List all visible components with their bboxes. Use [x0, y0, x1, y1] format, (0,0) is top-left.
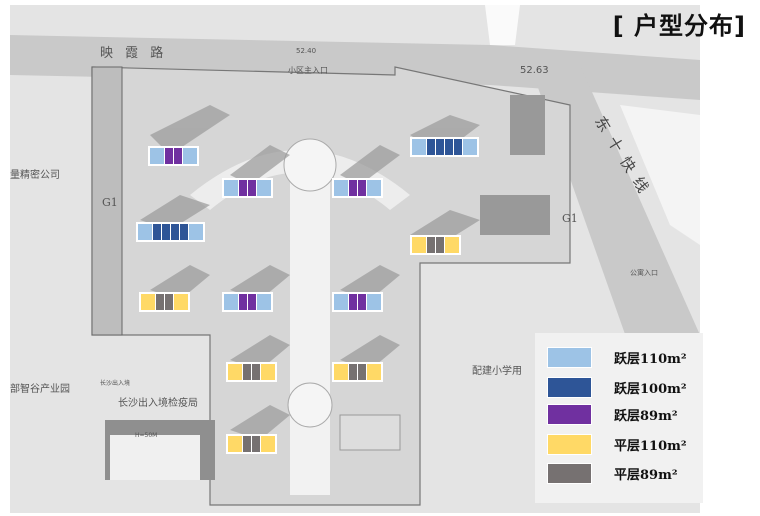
unit-block: [252, 436, 260, 452]
unit-block: [165, 294, 173, 310]
legend-label: 平层110m²: [614, 439, 687, 454]
unit-block: [252, 364, 260, 380]
elevation-label: 52.40: [296, 47, 317, 55]
unit-block: [261, 436, 275, 452]
unit-block: [180, 224, 188, 240]
unit-block: [261, 364, 275, 380]
unit-block: [165, 148, 173, 164]
unit-block: [367, 180, 381, 196]
building-unit-marker: [136, 222, 205, 242]
unit-block: [156, 294, 164, 310]
legend-item: 跃层89m²: [547, 404, 678, 425]
unit-block: [436, 139, 444, 155]
unit-block: [412, 237, 426, 253]
building-unit-marker: [148, 146, 199, 166]
legend-label: 平层89m²: [614, 468, 678, 483]
unit-block: [228, 364, 242, 380]
unit-block: [174, 294, 188, 310]
unit-block: [239, 180, 247, 196]
building-unit-marker: [226, 362, 277, 382]
unit-block: [358, 294, 366, 310]
page-title: [ 户型分布]: [612, 12, 746, 40]
unit-block: [334, 364, 348, 380]
building-unit-marker: [222, 292, 273, 312]
legend-label: 跃层110m²: [614, 352, 687, 367]
legend-label: 跃层100m²: [614, 382, 687, 397]
unit-block: [358, 364, 366, 380]
company-label: 量精密公司: [10, 170, 60, 181]
building-unit-marker: [332, 362, 383, 382]
unit-block: [248, 180, 256, 196]
unit-block: [334, 180, 348, 196]
unit-block: [445, 139, 453, 155]
legend-item: 平层110m²: [547, 434, 687, 455]
height-note: H=50M: [135, 432, 158, 439]
unit-block: [189, 224, 203, 240]
building-unit-marker: [332, 178, 383, 198]
main-entry-label: 小区主入口: [288, 66, 328, 75]
unit-block: [174, 148, 182, 164]
site-boundary: [91, 66, 571, 506]
unit-block: [183, 148, 197, 164]
unit-block: [150, 148, 164, 164]
unit-block: [412, 139, 426, 155]
green-label-east: G1: [562, 212, 578, 225]
unit-block: [141, 294, 155, 310]
legend-swatch: [547, 377, 592, 398]
unit-block: [239, 294, 247, 310]
unit-block: [138, 224, 152, 240]
legend-item: 平层89m²: [547, 463, 678, 484]
central-axis: [290, 155, 330, 495]
building-unit-marker: [222, 178, 273, 198]
legend-item: 跃层100m²: [547, 377, 687, 398]
unit-block: [349, 180, 357, 196]
unit-block: [248, 294, 256, 310]
road-east: [530, 65, 700, 405]
road-north: [10, 35, 700, 100]
road-label-north: 映 霞 路: [100, 46, 168, 61]
unit-block: [171, 224, 179, 240]
unit-block: [367, 364, 381, 380]
legend-item: 跃层110m²: [547, 347, 687, 368]
industrial-park-label: 部智谷产业园: [10, 384, 70, 395]
site-plan-map: [10, 5, 700, 513]
elevation-label-east: 52.63: [520, 65, 549, 76]
apartment-entry-label: 公寓入口: [630, 269, 658, 277]
building-unit-marker: [410, 137, 479, 157]
unit-block: [436, 237, 444, 253]
unit-block: [243, 436, 251, 452]
legend: 跃层110m² 跃层100m² 跃层89m² 平层110m² 平层89m²: [535, 333, 703, 503]
legend-label: 跃层89m²: [614, 409, 678, 424]
unit-block: [257, 294, 271, 310]
unit-block: [224, 294, 238, 310]
unit-block: [445, 237, 459, 253]
unit-block: [228, 436, 242, 452]
building-unit-marker: [332, 292, 383, 312]
unit-block: [454, 139, 462, 155]
unit-block: [243, 364, 251, 380]
unit-block: [349, 294, 357, 310]
inspection-small-label: 长沙出入境: [100, 380, 131, 387]
unit-block: [427, 139, 435, 155]
unit-block: [358, 180, 366, 196]
unit-block: [367, 294, 381, 310]
school-label: 配建小学用: [472, 366, 522, 377]
unit-block: [257, 180, 271, 196]
legend-swatch: [547, 404, 592, 425]
building-unit-marker: [139, 292, 190, 312]
unit-block: [153, 224, 161, 240]
unit-block: [162, 224, 170, 240]
unit-block: [427, 237, 435, 253]
unit-block: [334, 294, 348, 310]
green-label-west: G1: [102, 196, 118, 209]
legend-swatch: [547, 463, 592, 484]
legend-swatch: [547, 347, 592, 368]
unit-block: [224, 180, 238, 196]
inspection-bureau-label: 长沙出入境检疫局: [118, 398, 198, 409]
unit-block: [463, 139, 477, 155]
unit-block: [349, 364, 357, 380]
legend-swatch: [547, 434, 592, 455]
building-unit-marker: [410, 235, 461, 255]
building-unit-marker: [226, 434, 277, 454]
